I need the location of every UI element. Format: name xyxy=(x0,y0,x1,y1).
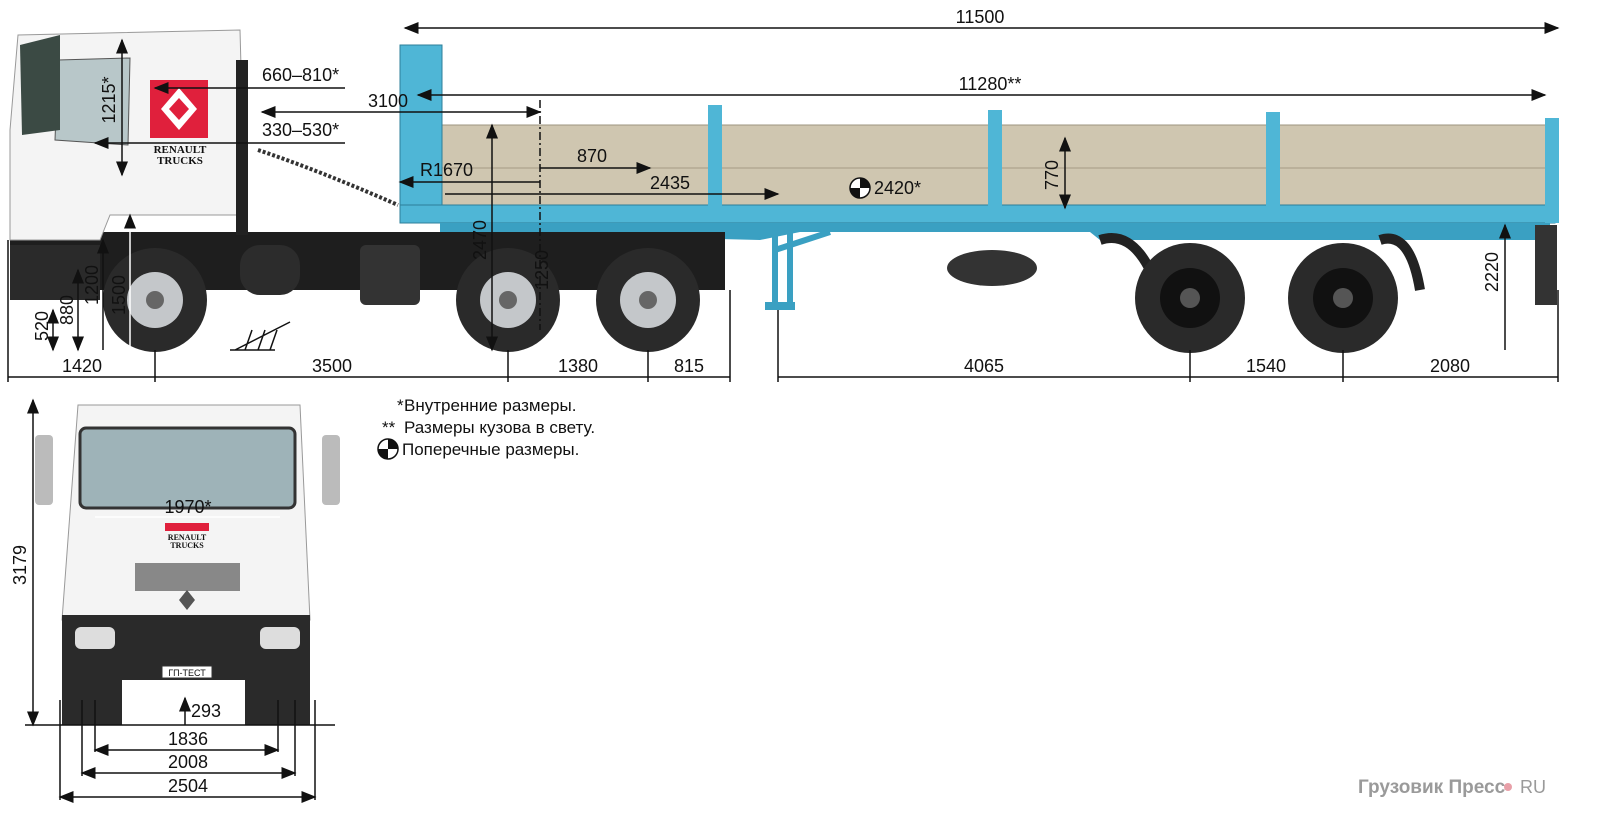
watermark-domain: RU xyxy=(1520,777,1546,797)
trailer-stake xyxy=(1266,112,1280,220)
trailer-wheel xyxy=(1288,243,1398,353)
trailer-stake xyxy=(988,110,1002,220)
air-hoses xyxy=(257,148,399,207)
trailer-stake xyxy=(708,105,722,220)
dim-rear-clearance: 2435 xyxy=(650,173,690,193)
front-wheel xyxy=(103,248,207,352)
dim-overall-length: 11500 xyxy=(956,7,1005,27)
logo-text: RENAULT xyxy=(154,144,207,156)
dim-trailer-base: 4065 xyxy=(964,356,1004,376)
dim-height-2470: 2470 xyxy=(470,220,490,260)
fuel-tank xyxy=(360,245,420,305)
dim-swing-radius: R1670 xyxy=(420,160,473,180)
trailer-frame xyxy=(399,204,1556,224)
landing-leg xyxy=(772,229,831,305)
dim-deck-height: 2220 xyxy=(1482,252,1502,292)
dim-front-overhang: 1420 xyxy=(62,356,102,376)
dim-height-880: 880 xyxy=(57,295,77,325)
front-windshield xyxy=(78,426,297,510)
dim-kingpin-cab: 3100 xyxy=(368,91,408,111)
dim-fifth-wheel-offset: 870 xyxy=(577,146,607,166)
legend-item: Поперечные размеры. xyxy=(402,440,579,459)
dim-overall-width: 2504 xyxy=(168,776,208,796)
spare-wheel xyxy=(947,250,1037,286)
side-dimensions: 11500 11280** 660–810* 3100 330–530* R16… xyxy=(7,7,1560,382)
trailer xyxy=(399,44,1559,353)
logo-text: TRUCKS xyxy=(157,155,203,167)
legend-item: Внутренние размеры. xyxy=(404,396,576,415)
trailer-front-wall xyxy=(399,44,443,218)
tractor: RENAULT TRUCKS xyxy=(9,29,725,352)
dim-rear-overhang: 815 xyxy=(674,356,704,376)
front-logo-text: TRUCKS xyxy=(170,541,204,550)
dim-cab-width-inner: 1970* xyxy=(164,497,211,517)
front-view: RENAULT TRUCKS ГП-ТЕСТ 1970* 3179 293 18… xyxy=(10,398,340,803)
dim-cab-interior-height: 1215* xyxy=(99,76,119,123)
front-bumper xyxy=(10,245,100,300)
trailer-wheel xyxy=(1135,243,1245,353)
dim-track-2008: 2008 xyxy=(168,752,208,772)
dim-seat-adjust: 660–810* xyxy=(262,65,339,85)
dim-body-width: 2420* xyxy=(874,178,921,198)
dim-front-height: 3179 xyxy=(10,545,30,585)
front-logo-text: RENAULT xyxy=(168,533,207,542)
legend-mark: * xyxy=(397,396,404,415)
grille xyxy=(135,563,240,591)
transverse-dimension-icon xyxy=(377,438,399,460)
dim-ground-clearance: 293 xyxy=(191,701,221,721)
dim-side-height: 770 xyxy=(1042,160,1062,190)
watermark: Грузовик Пресс RU xyxy=(1358,777,1546,798)
dim-height-1200: 1200 xyxy=(82,265,102,305)
transverse-dimension-icon xyxy=(849,177,871,199)
dim-trailer-overhang: 2080 xyxy=(1430,356,1470,376)
watermark-name: Грузовик Пресс xyxy=(1358,777,1506,798)
dim-track-1836: 1836 xyxy=(168,729,208,749)
dim-tandem-base: 1380 xyxy=(558,356,598,376)
dim-trailer-tandem: 1540 xyxy=(1246,356,1286,376)
legend: * Внутренние размеры. ** Размеры кузова … xyxy=(377,396,595,460)
dim-height-1500: 1500 xyxy=(109,275,129,315)
dim-seat-depth: 330–530* xyxy=(262,120,339,140)
exhaust-stack xyxy=(236,60,248,235)
dim-body-length: 11280** xyxy=(959,74,1022,94)
legend-item: Размеры кузова в свету. xyxy=(404,418,595,437)
license-plate: ГП-ТЕСТ xyxy=(168,668,206,678)
trailer-stake xyxy=(1545,118,1559,223)
ground-symbol xyxy=(230,321,291,351)
dim-height-520: 520 xyxy=(32,311,52,341)
dim-wheelbase: 3500 xyxy=(312,356,352,376)
drive-wheel xyxy=(596,248,700,352)
legend-mark: ** xyxy=(382,418,396,437)
dim-height-1250: 1250 xyxy=(532,250,552,290)
